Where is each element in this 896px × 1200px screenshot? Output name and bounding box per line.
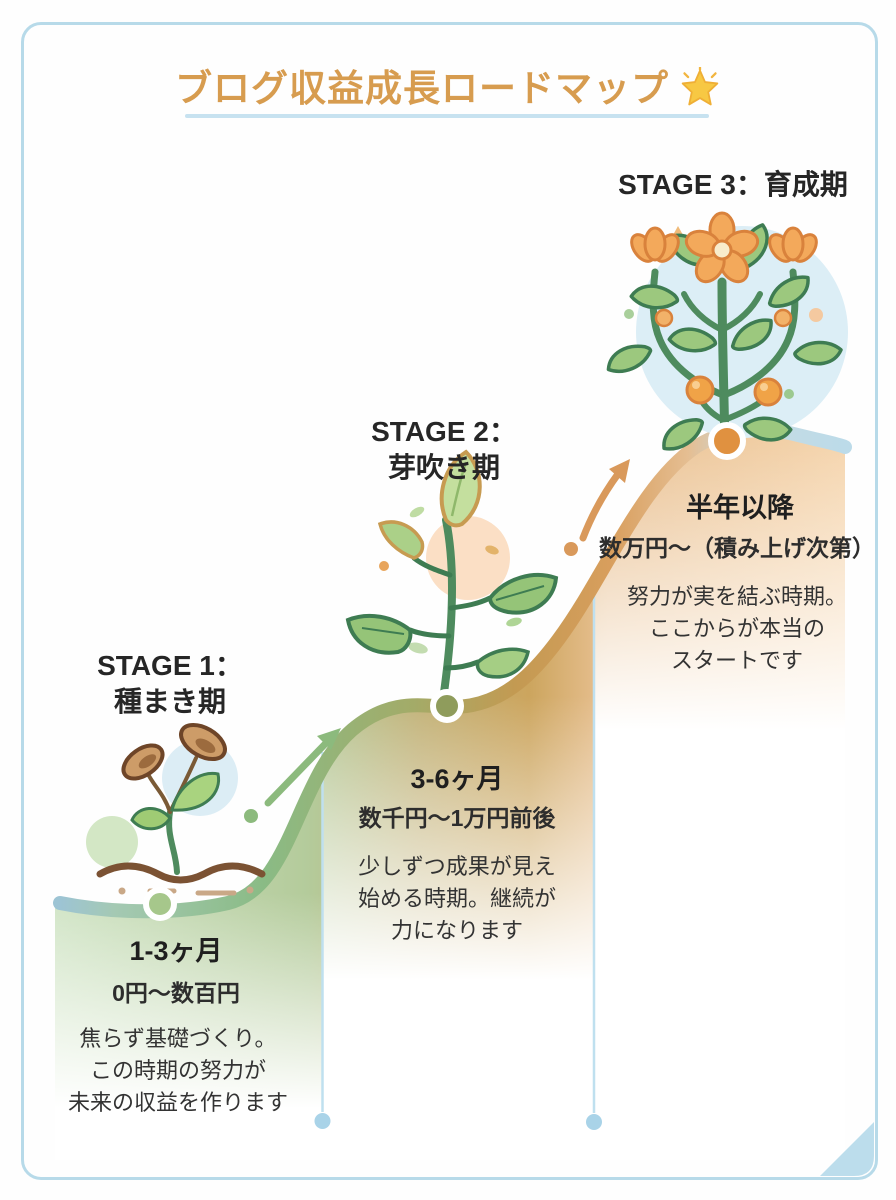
right-flower — [768, 226, 818, 263]
stage3-desc-line: スタートです — [670, 648, 804, 673]
stage1-heading-line2: 種まき期 — [113, 686, 227, 717]
stage1-desc-line: 未来の収益を作ります — [67, 1090, 289, 1115]
stage3-revenue: 数万円〜（積み上げ次第） — [599, 535, 875, 561]
stage3-period: 半年以降 — [686, 493, 794, 523]
stage2-heading-line1: STAGE 2： — [371, 416, 517, 447]
guide-dot — [314, 1113, 331, 1129]
stage3-heading-line1: STAGE 3：育成期 — [618, 169, 848, 200]
left-flower — [630, 226, 680, 263]
sprout-leaf-top — [439, 449, 482, 528]
stage3-marker — [708, 422, 746, 460]
stage1-marker — [143, 887, 177, 921]
glowing-star-icon — [679, 66, 721, 118]
sprout-leaf-upperleft — [377, 520, 425, 560]
folded-corner — [820, 1122, 874, 1176]
stage1-guide-line — [314, 752, 331, 1129]
plant-berries — [654, 308, 793, 407]
stage2-description: 少しずつ成果が見え 始める時期。継続が 力になります — [358, 851, 556, 947]
stage2-desc-line: 少しずつ成果が見え — [358, 854, 556, 879]
arrow-stage2-to-stage3 — [564, 459, 630, 556]
stage3-heading: STAGE 3：育成期 — [618, 167, 848, 203]
page-title: ブログ収益成長ロードマップ — [0, 58, 896, 118]
stage3-description: 努力が実を結ぶ時期。 ここからが本当の スタートです — [627, 581, 847, 677]
stage1-desc-line: この時期の努力が — [89, 1058, 267, 1083]
stage1-revenue: 0円〜数百円 — [112, 980, 240, 1006]
stage2-heading: STAGE 2： 芽吹き期 — [371, 414, 517, 486]
stage1-period: 1-3ヶ月 — [129, 936, 223, 966]
seed-right — [179, 722, 227, 762]
stage3-desc-line: ここからが本当の — [648, 616, 826, 641]
seed-left — [121, 743, 165, 781]
soil-line — [96, 862, 266, 884]
guide-dot — [586, 1114, 602, 1130]
stage2-heading-line2: 芽吹き期 — [387, 452, 501, 483]
center-flower — [684, 211, 760, 284]
title-underline — [185, 114, 709, 118]
seedling-illustration — [86, 722, 266, 896]
seedling-leaf-right — [170, 771, 221, 812]
stage1-description: 焦らず基礎づくり。 この時期の努力が 未来の収益を作ります — [68, 1023, 288, 1119]
sprout-leaf-right — [487, 572, 559, 615]
stage2-guide-line — [586, 572, 602, 1130]
stage2-desc-line: 力になります — [390, 918, 524, 943]
stage1-desc-line: 焦らず基礎づくり。 — [79, 1026, 277, 1051]
card-border — [21, 22, 878, 1180]
stage3-desc-line: 努力が実を結ぶ時期。 — [626, 584, 848, 609]
seedling-stem — [166, 809, 180, 875]
sprout-leaf-lowerright — [475, 647, 531, 679]
page-title-text: ブログ収益成長ロードマップ — [175, 68, 669, 109]
stage1-heading-line1: STAGE 1： — [97, 650, 243, 681]
sprout-leaf-left — [345, 613, 413, 655]
stage2-desc-line: 始める時期。継続が — [357, 886, 557, 911]
stage2-revenue: 数千円〜1万円前後 — [358, 805, 556, 831]
stage2-period: 3-6ヶ月 — [410, 764, 504, 794]
sprout-illustration — [345, 449, 559, 704]
arrow-stage1-to-stage2 — [244, 728, 341, 823]
seedling-leaf-left — [130, 807, 172, 831]
stage1-heading: STAGE 1： 種まき期 — [97, 648, 243, 720]
stage2-marker — [430, 689, 464, 723]
flowering-plant-illustration — [603, 211, 848, 455]
